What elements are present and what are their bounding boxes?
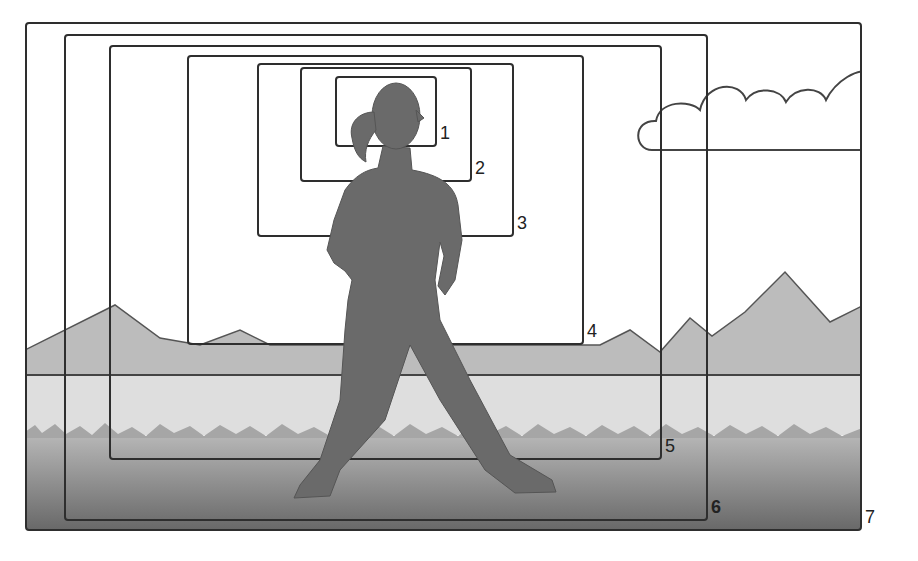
- shot-frame: 321: [257, 63, 514, 237]
- shot-frame: 654321: [64, 34, 708, 521]
- sky: [26, 23, 861, 530]
- grass: [26, 438, 861, 530]
- mountains: [26, 272, 861, 375]
- shot-frame: 4321: [187, 55, 584, 345]
- callout-number: 5: [665, 436, 675, 456]
- shot-frame: 7654321: [25, 22, 862, 531]
- plain: [26, 375, 861, 435]
- shot-frame: 21: [300, 67, 472, 182]
- callout-number: 1: [440, 123, 450, 143]
- shot-frame: 1: [335, 76, 437, 147]
- person-head: [372, 83, 420, 149]
- shot-frame: 54321: [109, 45, 662, 460]
- person-silhouette: [294, 146, 556, 498]
- callout-number: 4: [587, 321, 597, 341]
- callout-number: 3: [517, 213, 527, 233]
- horizon-line: [26, 374, 861, 376]
- person-nose: [416, 110, 424, 122]
- ponytail: [351, 112, 376, 162]
- callout-number: 7: [865, 507, 875, 527]
- shrubs: [26, 423, 861, 440]
- callout-number: 6: [711, 497, 721, 517]
- callout-number: 2: [475, 158, 485, 178]
- cloud: [638, 71, 861, 150]
